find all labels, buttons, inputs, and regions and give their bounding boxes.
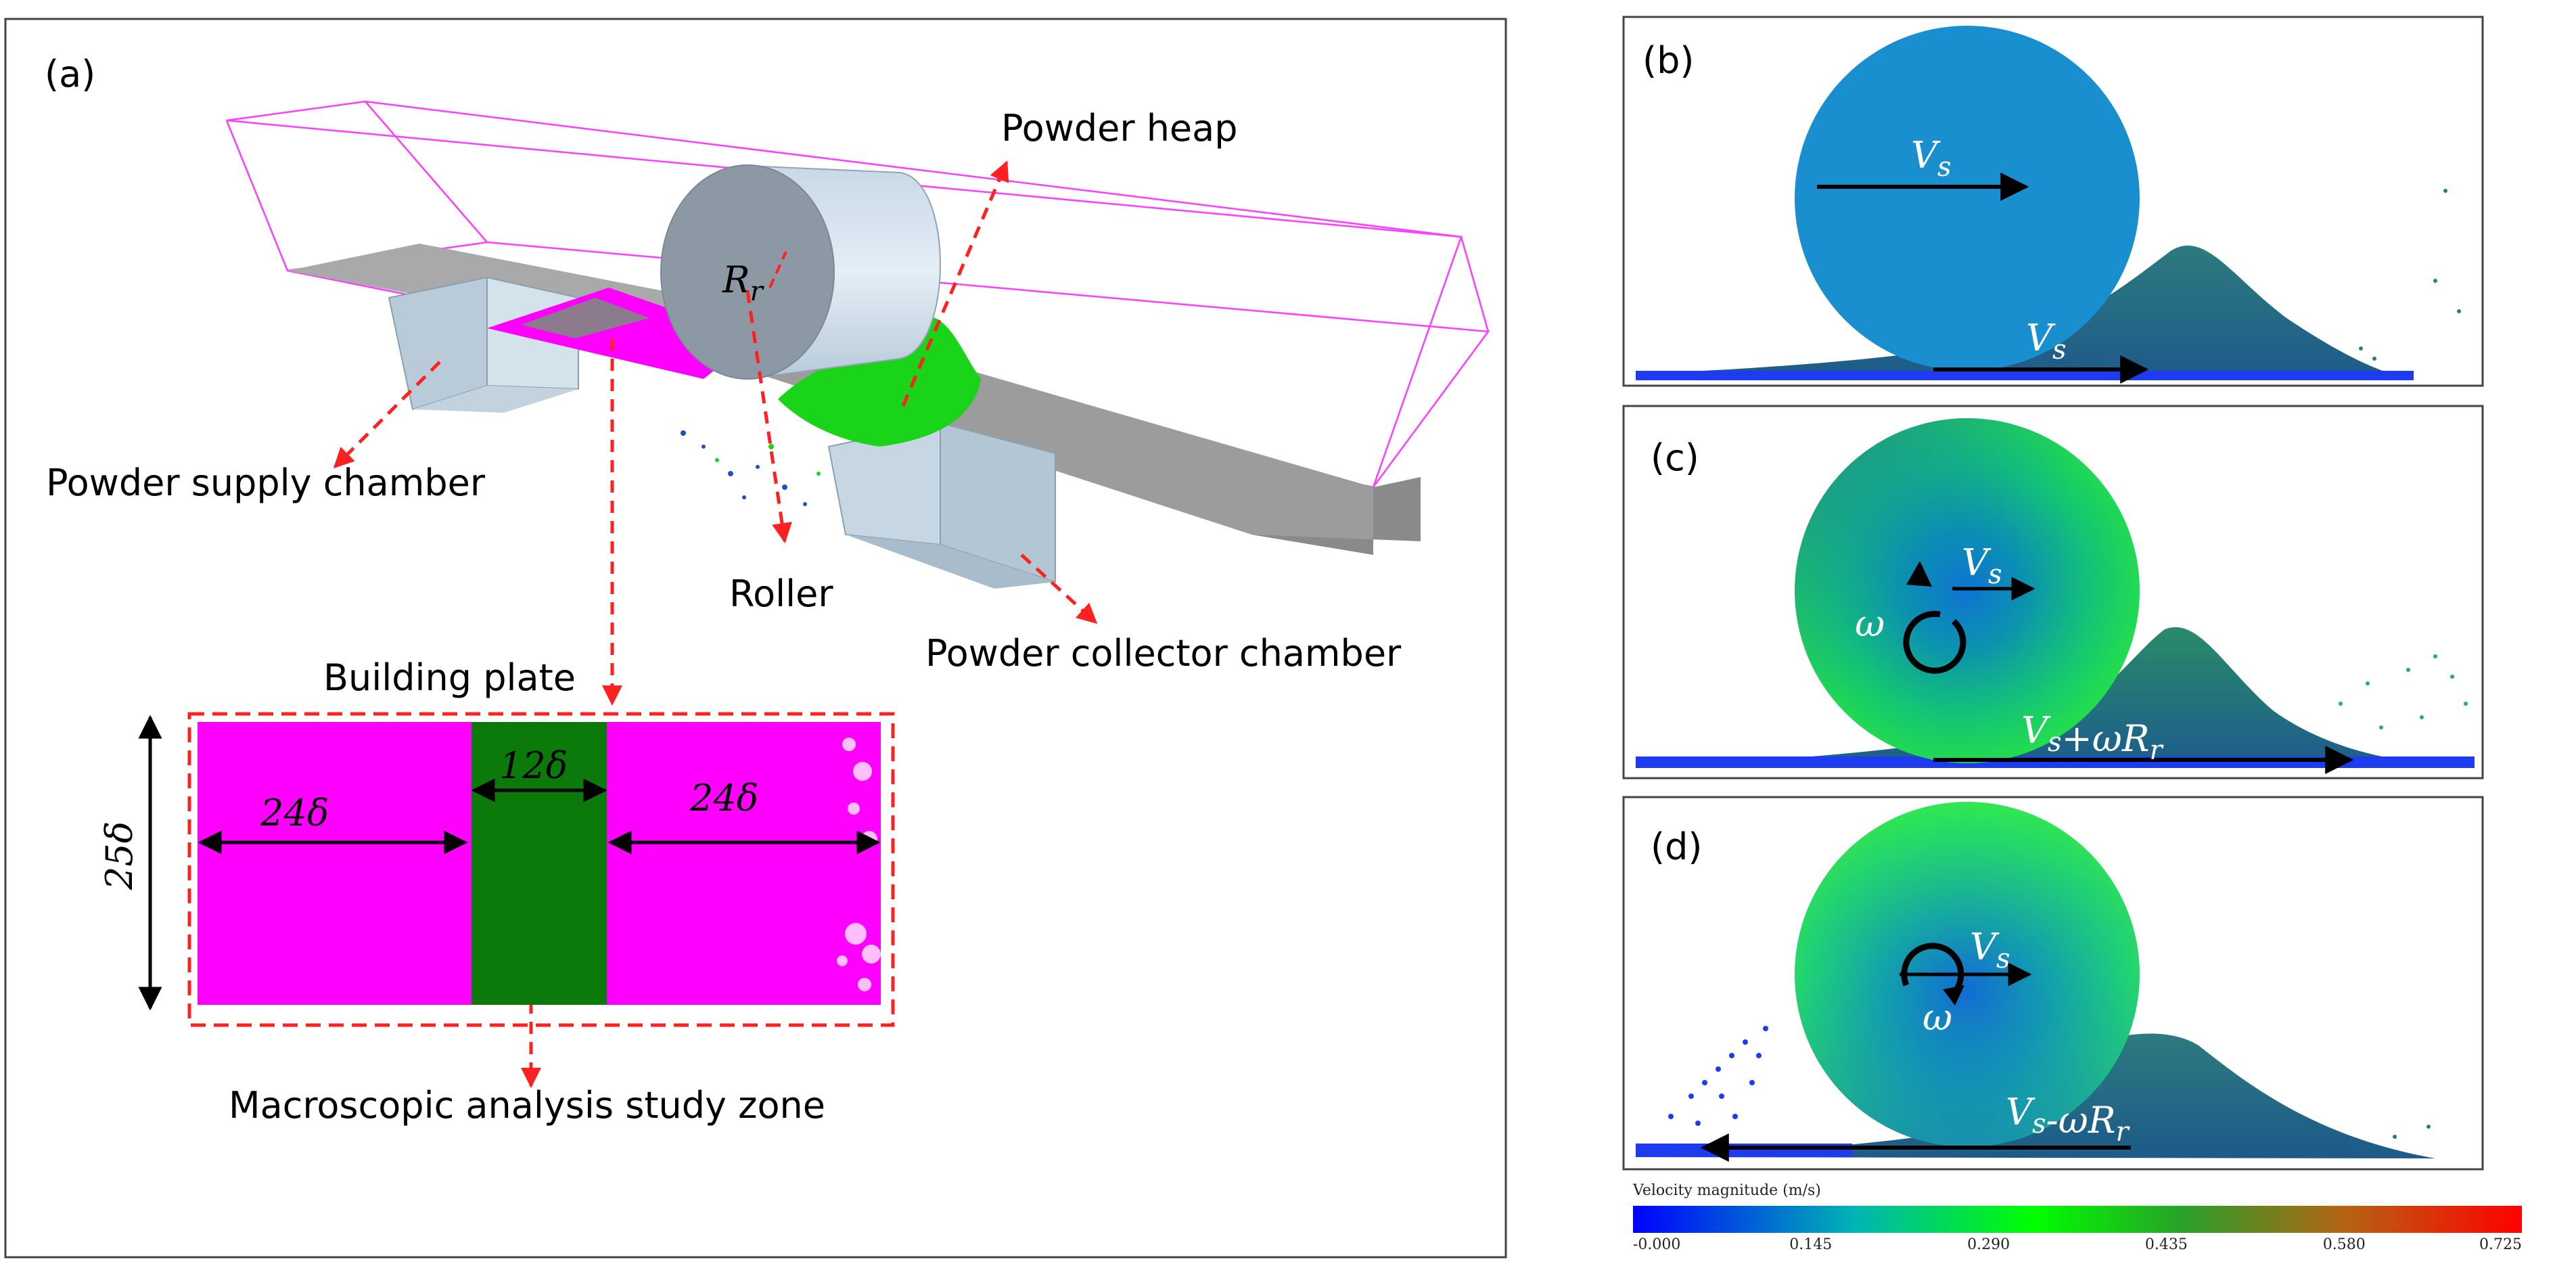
panel-d-ground-velocity-label: Vs-ωRr	[2006, 1091, 2131, 1148]
spread-layer-speckle	[521, 298, 649, 338]
colorbar-tick-label: -0.000	[1633, 1236, 1680, 1253]
arrow-collector	[1020, 554, 1098, 625]
panel-b: (b) Vs Vs	[1622, 16, 2484, 387]
inset-dashed-frame	[187, 712, 895, 1027]
colorbar-tick-label: 0.725	[2479, 1236, 2522, 1253]
roller-end-face	[660, 164, 835, 380]
colorbar-title: Velocity magnitude (m/s)	[1632, 1182, 1821, 1199]
panel-d-rotation-arrowhead	[1943, 985, 1964, 1006]
powder-collector-chamber	[827, 422, 1056, 589]
colorbar-tick-label: 0.435	[2145, 1236, 2188, 1253]
inset-study-zone	[472, 722, 607, 1005]
label-powder-collector-chamber: Powder collector chamber	[925, 632, 1402, 675]
panel-c-roller-velocity-label: Vs	[1962, 541, 2002, 590]
panel-c-id: (c)	[1651, 436, 1699, 479]
label-roller: Roller	[729, 572, 833, 615]
panel-d-rotation-arc	[1901, 943, 1964, 996]
panel-b-ground-velocity-label: Vs	[2026, 317, 2067, 365]
dim-label-right-width: 24δ	[689, 777, 758, 819]
colorbar-ticks: -0.000 0.145 0.290 0.435 0.580 0.725	[1633, 1236, 2522, 1253]
colorbar-tick-label: 0.290	[1967, 1236, 2010, 1253]
panel-c-rotation-arrowhead	[1906, 561, 1932, 587]
panel-d-roller-velocity-label: Vs	[1970, 926, 2010, 974]
roller-radius-line	[768, 251, 787, 288]
label-powder-supply-chamber: Powder supply chamber	[46, 461, 486, 504]
colorbar-gradient	[1633, 1206, 2522, 1233]
panel-c-powder-heap	[1636, 627, 2476, 768]
arrow-roller	[745, 290, 792, 543]
label-study-zone: Macroscopic analysis study zone	[229, 1084, 825, 1127]
panel-b-roller-velocity-label: Vs	[1911, 134, 1952, 183]
velocity-colorbar: Velocity magnitude (m/s) -0.000 0.145 0.29…	[1632, 1182, 2522, 1253]
panel-c-omega-label: ω	[1855, 602, 1885, 645]
dim-label-height: 25δ	[98, 821, 141, 890]
label-building-plate: Building plate	[323, 656, 576, 699]
panel-a-id: (a)	[45, 53, 95, 95]
inset-left-region	[198, 722, 472, 1005]
panel-d: (d) Vs ω Vs-ωRr	[1622, 796, 2484, 1171]
scattered-particles	[681, 430, 821, 506]
arrow-powder-heap	[901, 160, 1009, 407]
dim-label-left-width: 24δ	[260, 792, 329, 834]
roller	[660, 164, 941, 380]
roller-radius-label: Rr	[722, 258, 765, 307]
panel-b-powder-heap	[1636, 245, 2408, 380]
panel-c-ground-velocity-label: Vs+ωRr	[2021, 709, 2165, 766]
colorbar-tick-label: 0.145	[1789, 1236, 1832, 1253]
colorbar-tick-label: 0.580	[2323, 1236, 2366, 1253]
panel-b-ground-layer	[1636, 371, 2414, 380]
panel-c-roller-shading	[1795, 418, 2140, 763]
dim-label-center-width: 12δ	[499, 744, 568, 787]
panel-d-scattered	[1668, 1026, 2431, 1139]
panel-d-id: (d)	[1651, 826, 1702, 868]
panel-b-scattered	[2359, 189, 2461, 361]
powder-supply-chamber	[388, 276, 579, 413]
spread-powder-layer	[487, 288, 754, 379]
panel-d-powder-heap	[1636, 1033, 2435, 1158]
label-powder-heap: Powder heap	[1001, 107, 1238, 150]
building-plate-inset: 25δ 24δ 12δ 24δ	[98, 712, 895, 1027]
panel-c: (c) Vs ω Vs+ωRr	[1622, 405, 2484, 780]
panel-a: (a)	[4, 18, 1507, 1259]
panel-d-omega-label: ω	[1923, 996, 1952, 1039]
panel-b-roller	[1795, 26, 2140, 371]
powder-heap	[778, 315, 981, 447]
arrow-supply-chamber	[333, 361, 441, 469]
panel-c-rotation-arc	[1903, 610, 1967, 674]
inset-right-region	[607, 722, 881, 1005]
panel-b-id: (b)	[1642, 39, 1694, 82]
